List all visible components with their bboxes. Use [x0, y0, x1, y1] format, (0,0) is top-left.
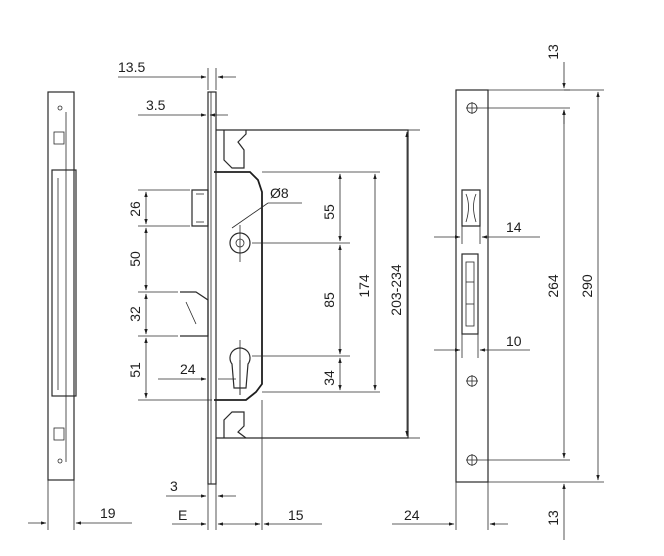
front-view	[180, 91, 409, 485]
dim-26-label: 26	[127, 201, 143, 217]
dim-13-5-label: 13.5	[118, 59, 145, 75]
dim-3-5-label: 3.5	[146, 97, 166, 113]
faceplate-view	[455, 89, 489, 483]
dim-13-top-label: 13	[545, 44, 561, 60]
dim-13-bottom-label: 13	[545, 510, 561, 526]
dim-24-faceplate-label: 24	[404, 507, 420, 523]
dim-14-label: 14	[506, 219, 522, 235]
dim-55-label: 55	[321, 204, 337, 220]
dim-24-front-label: 24	[180, 361, 196, 377]
dim-34-label: 34	[321, 370, 337, 386]
dim-diameter-8-label: Ø8	[270, 185, 289, 201]
dim-85-label: 85	[321, 292, 337, 308]
backset-e-label: E	[178, 507, 187, 523]
dim-3-label: 3	[170, 478, 178, 494]
side-view	[28, 91, 132, 530]
dim-50-label: 50	[127, 251, 143, 267]
dim-15-label: 15	[288, 507, 304, 523]
dim-203-234-label: 203-234	[388, 264, 404, 316]
dim-19-label: 19	[100, 505, 116, 521]
dim-51-label: 51	[127, 362, 143, 378]
dim-32-label: 32	[127, 306, 143, 322]
dim-10-label: 10	[506, 333, 522, 349]
dim-290-label: 290	[579, 274, 595, 298]
dim-174-label: 174	[356, 274, 372, 298]
dim-264-label: 264	[545, 274, 561, 298]
